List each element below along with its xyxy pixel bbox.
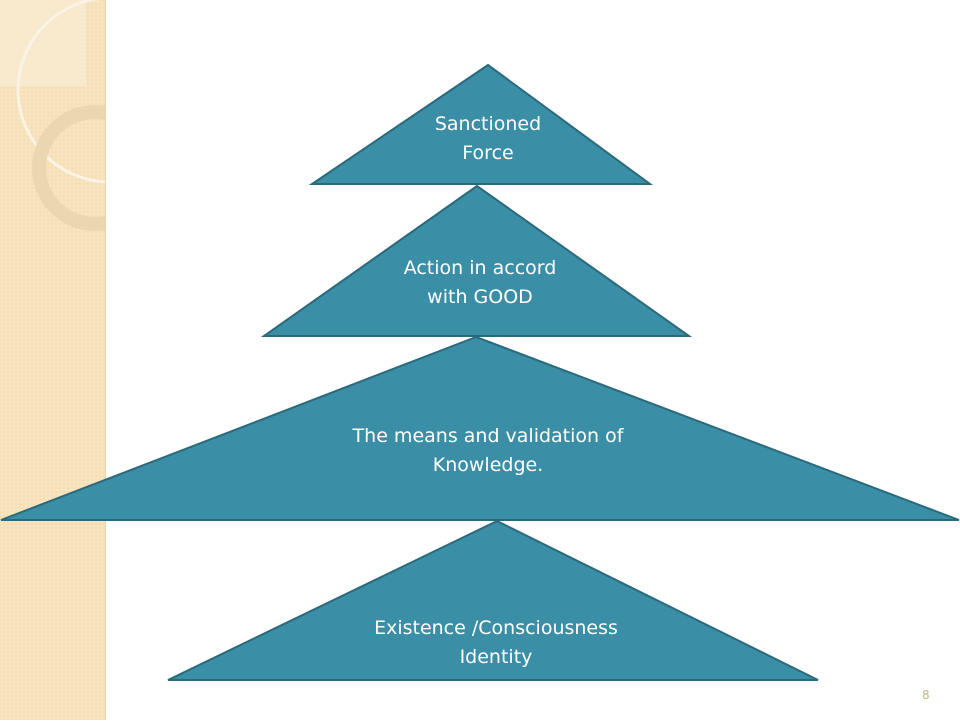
tier-1-line-1: Sanctioned — [434, 113, 542, 135]
tier-3-line-2: Knowledge. — [432, 454, 544, 476]
tier-4-triangle — [167, 519, 819, 681]
tier-2-line-2: with GOOD — [427, 286, 533, 308]
tier-4-label: Existence /Consciousness Identity — [374, 614, 618, 672]
tier-2-triangle — [260, 184, 693, 337]
tier-4-line-2: Identity — [459, 646, 533, 668]
tier-3-triangle — [0, 335, 960, 521]
tier-1-triangle — [308, 63, 654, 185]
tier-2-line-1: Action in accord — [403, 257, 557, 279]
tier-3-line-1: The means and validation of — [352, 425, 624, 447]
page-number: 8 — [922, 688, 930, 702]
tier-1-line-2: Force — [462, 142, 514, 164]
tier-2-label: Action in accord with GOOD — [404, 254, 557, 312]
tier-3-label: The means and validation of Knowledge. — [353, 422, 624, 480]
tier-1-label: Sanctioned Force — [435, 110, 541, 168]
decorative-side-panel — [0, 0, 204, 720]
tier-4-line-1: Existence /Consciousness — [374, 617, 618, 639]
